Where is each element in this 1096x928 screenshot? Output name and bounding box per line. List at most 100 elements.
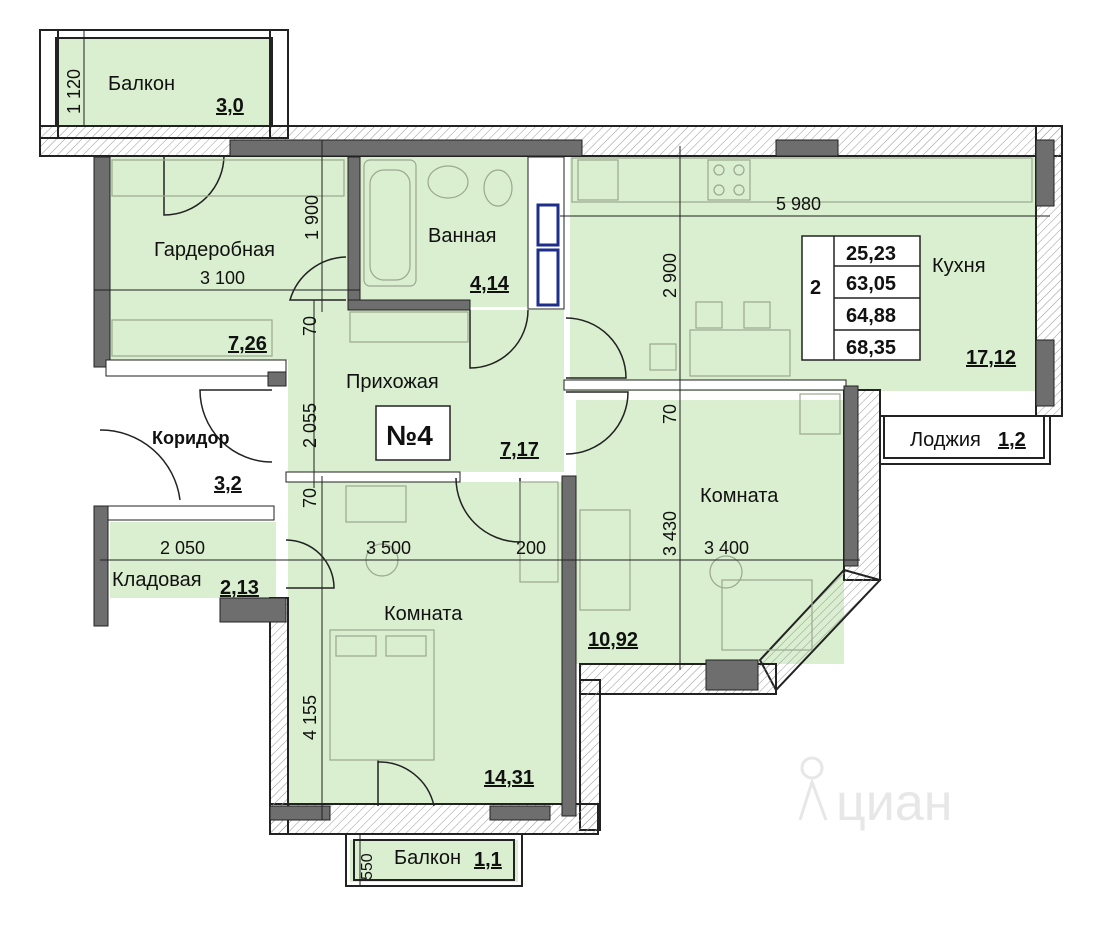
pillow-1 [335, 635, 377, 657]
desk-right [721, 579, 813, 651]
watermark-logo-icon [800, 756, 824, 780]
door-corridor [199, 389, 273, 463]
bathroom-floor [360, 157, 528, 307]
bathtub-inner [369, 169, 411, 281]
bathroom-left-wall [347, 156, 361, 308]
shaft-pipe-2 [536, 248, 560, 307]
hall-kitchen-wall [563, 379, 847, 391]
chair-2 [743, 301, 771, 329]
area-storage: 2,13 [220, 577, 259, 599]
door-balcony-bottom [377, 760, 435, 807]
bed [329, 629, 435, 761]
area-corridor: 3,2 [214, 473, 242, 495]
stove [707, 159, 751, 201]
burner-3 [713, 184, 725, 196]
area-bathroom: 4,14 [470, 273, 510, 295]
summary-area-reduced: 64,88 [846, 305, 896, 327]
watermark-logo-swoosh [798, 777, 828, 821]
room-left-floor [288, 482, 562, 804]
dim-balcony-bottom-depth: 550 [359, 853, 376, 880]
wardrobe-rack-2 [111, 319, 273, 357]
burner-2 [733, 164, 745, 176]
label-corridor: Коридор [152, 428, 229, 448]
dimension-lines [83, 30, 1050, 886]
window-bay-dark [705, 659, 759, 691]
room-right-right-wall [843, 385, 859, 567]
pillow-2 [385, 635, 427, 657]
shaft [536, 203, 560, 307]
label-balcony-bottom: Балкон [394, 847, 461, 869]
interior-walls [93, 139, 1055, 821]
door-corridor-2 [99, 429, 181, 501]
area-room-right: 10,92 [588, 629, 638, 651]
top-dark-wall [229, 139, 583, 157]
dim-room-left-depth: 4 155 [300, 695, 320, 740]
watermark: циан [798, 756, 952, 832]
door-room-left [455, 477, 521, 543]
label-kitchen: Кухня [932, 255, 986, 277]
bottom-left-dark [269, 805, 331, 821]
door-balcony-top [163, 154, 225, 216]
label-balcony-top: Балкон [108, 73, 175, 95]
summary-values: 2 25,23 63,05 64,88 68,35 [810, 243, 896, 359]
area-loggia: 1,2 [998, 429, 1026, 451]
dining-table [689, 329, 791, 377]
wardrobe-left-wall [93, 156, 111, 368]
dim-hall-depth: 2 055 [300, 403, 320, 448]
dim-room-right-width: 3 400 [704, 538, 749, 558]
balcony-bottom-inner [353, 839, 515, 881]
area-hallway: 7,17 [500, 439, 539, 461]
dim-storage-width: 2 050 [160, 538, 205, 558]
storage-top-wall [105, 505, 275, 521]
desk-left [345, 485, 407, 523]
left-wall-lower [269, 597, 289, 835]
kitchen-right-dark-1 [1035, 139, 1055, 207]
room-right-left-wall [561, 475, 577, 817]
label-wardrobe: Гардеробная [154, 239, 275, 261]
door-swings [99, 154, 629, 807]
balcony-outlines [39, 29, 1051, 887]
dim-kitchen-gap: 70 [660, 404, 680, 424]
burner-4 [733, 184, 745, 196]
wardrobe-rack [111, 159, 345, 197]
label-hallway: Прихожая [346, 371, 439, 393]
bathtub [363, 159, 417, 287]
dim-wardrobe-width: 3 100 [200, 268, 245, 288]
area-kitchen: 17,12 [966, 347, 1016, 369]
door-wardrobe [288, 256, 347, 301]
plan-number-badge: №4 [375, 405, 451, 461]
loggia-inner [883, 415, 1045, 459]
area-summary-table [801, 235, 921, 361]
room-labels: Балкон 3,0 Гардеробная 7,26 Ванная 4,14 … [108, 73, 1026, 871]
summary-rooms-count: 2 [810, 277, 821, 299]
label-storage: Кладовая [112, 569, 202, 591]
room-right-bay-floor [660, 400, 844, 660]
storage-bottom-wall [219, 597, 287, 623]
area-room-left: 14,31 [484, 767, 534, 789]
dimension-labels: 1 120 1 900 3 100 5 980 2 900 70 2 055 7… [64, 69, 821, 880]
balcony-top-inner [55, 37, 273, 127]
bottom-right-dark [489, 805, 551, 821]
dim-kitchen-width: 5 980 [776, 194, 821, 214]
hall-room-wall [285, 471, 461, 483]
desk-chair-right [709, 555, 743, 589]
closet-left [519, 481, 559, 583]
burner-1 [713, 164, 725, 176]
area-balcony-top: 3,0 [216, 95, 244, 117]
summary-area-full: 68,35 [846, 337, 896, 359]
summary-living-area: 25,23 [846, 243, 896, 265]
label-room-right: Комната [700, 485, 779, 507]
kitchen-right-dark-2 [1035, 339, 1055, 407]
label-bathroom: Ванная [428, 225, 497, 247]
plan-number: №4 [386, 420, 433, 451]
door-kitchen [565, 317, 627, 379]
shaft-pipe-1 [536, 203, 560, 247]
dim-kitchen-depth: 2 900 [660, 253, 680, 298]
balcony-top-floor [56, 38, 272, 126]
balcony-bottom-floor [350, 840, 518, 882]
door-room-right [565, 391, 629, 455]
label-room-left: Комната [384, 603, 463, 625]
balcony-top-frame [39, 29, 289, 139]
toilet [483, 169, 513, 207]
